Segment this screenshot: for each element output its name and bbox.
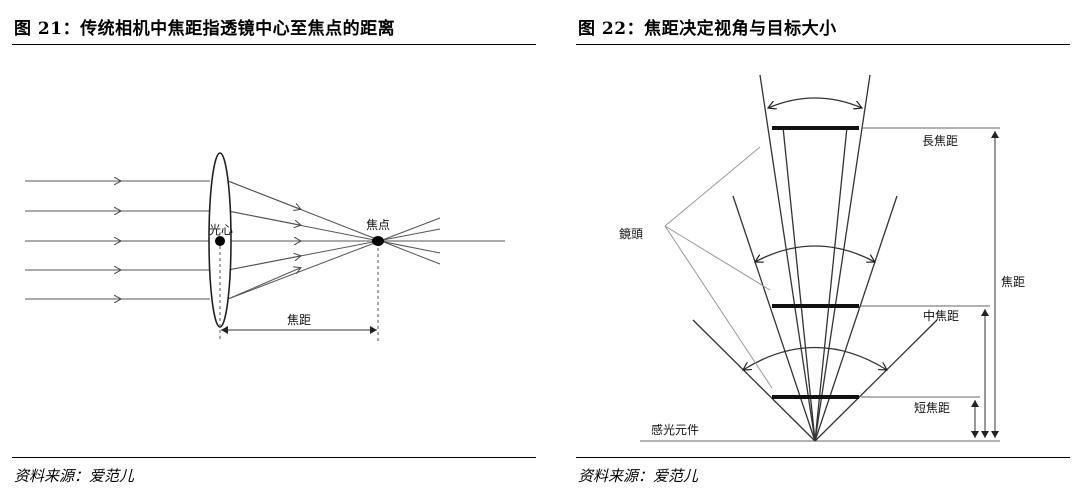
optical-center-dot <box>215 236 225 246</box>
refracted-rays <box>227 180 505 300</box>
focal-label: 焦距 <box>1001 275 1025 289</box>
long-focal-label: 長焦距 <box>922 134 958 148</box>
footer-rule-right <box>576 457 1070 458</box>
figure-22-source: 资料来源：爱范儿 <box>578 467 699 485</box>
mid-focal-label: 中焦距 <box>923 308 959 323</box>
dimension-extension-lines <box>861 127 1000 398</box>
figure-21-title: 图 21：传统相机中焦距指透镜中心至焦点的距离 <box>14 19 396 39</box>
incoming-rays <box>25 181 210 299</box>
focal-point-dot <box>372 236 384 246</box>
figure-22-title: 图 22：焦距决定视角与目标大小 <box>578 19 837 39</box>
short-focal-label: 短焦距 <box>914 401 950 415</box>
lens-label: 鏡頭 <box>619 226 643 241</box>
focal-length-label: 焦距 <box>287 313 311 327</box>
mid-focal-view-lines <box>732 195 898 442</box>
optical-center-label: 光心 <box>209 223 233 237</box>
footer-rule-left <box>12 457 536 458</box>
short-focal-lens-bar <box>772 395 859 399</box>
lens-pointer-lines <box>664 146 773 389</box>
mid-focal-lens-bar <box>772 304 859 308</box>
title-rule-left <box>12 44 536 45</box>
figure-21-diagram: 光心 焦点 焦距 <box>25 152 505 341</box>
long-focal-angle-arc <box>768 97 862 108</box>
title-rule-right <box>576 44 1070 45</box>
mid-focal-angle-arc <box>755 245 875 262</box>
focal-point-label: 焦点 <box>366 218 390 232</box>
short-focal-view-lines <box>692 319 938 442</box>
figure-22-diagram: 鏡頭 長焦距 焦距 中焦距 短焦距 感光元件 <box>619 74 1025 442</box>
long-focal-lens-bar <box>772 126 859 130</box>
short-focal-angle-arc <box>743 346 887 371</box>
figure-21-source: 资料来源：爱范儿 <box>14 467 135 485</box>
sensor-label: 感光元件 <box>651 422 699 437</box>
